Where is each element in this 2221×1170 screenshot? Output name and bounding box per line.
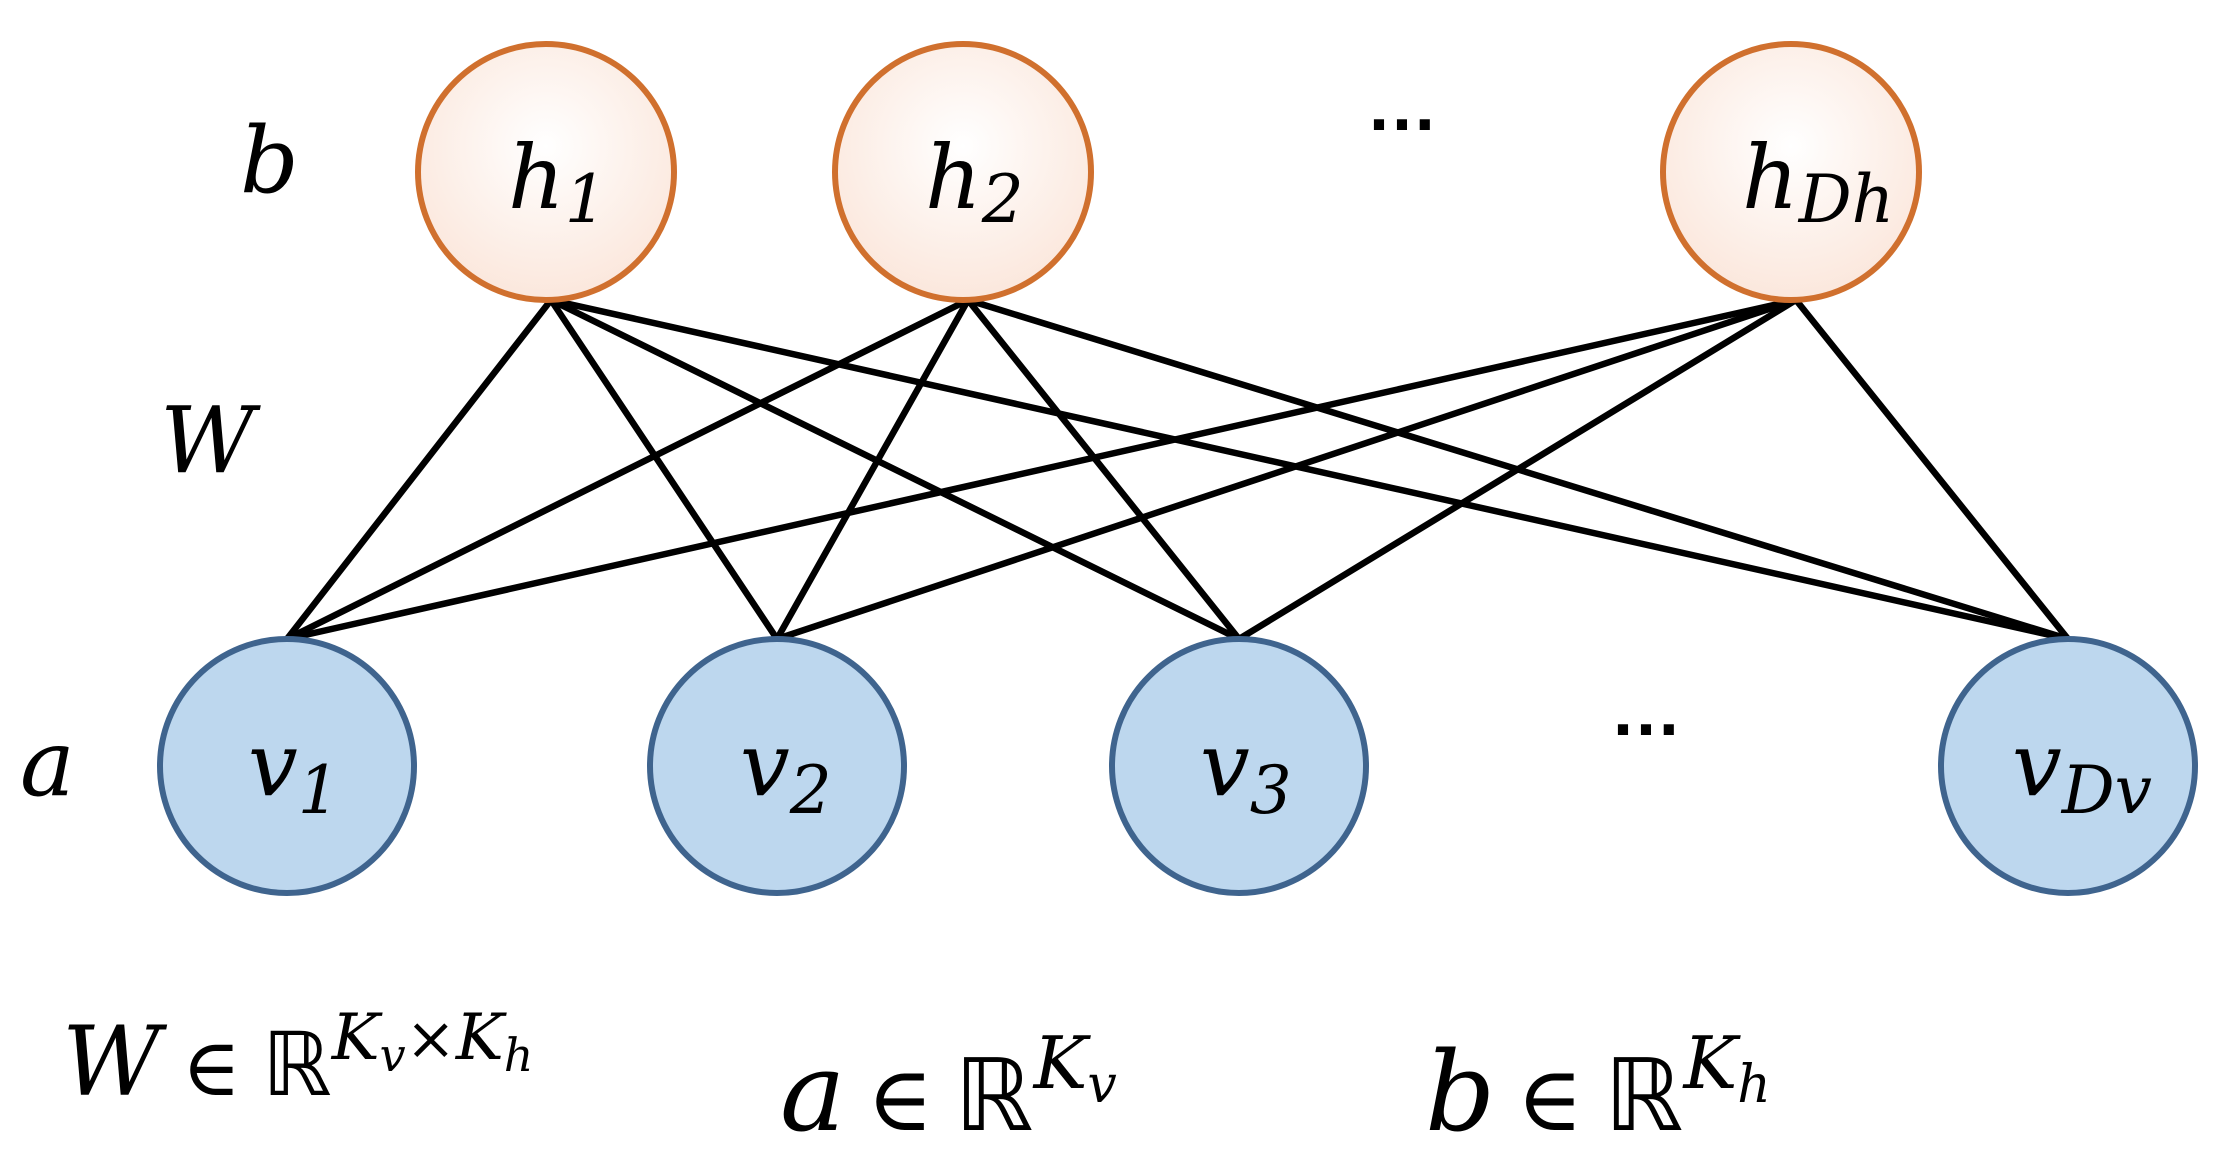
hidden-bias-formula-op: ∈: [1517, 1047, 1584, 1152]
visible-node-3-symbol: v: [1200, 713, 1250, 816]
svg-text:v1: v1: [248, 713, 340, 829]
hidden-node-1-symbol: h: [508, 126, 565, 229]
visible-node-dv-subscript: Dv: [2061, 752, 2152, 829]
hidden-bias-formula: b ∈ ℝKh: [1425, 1021, 1771, 1156]
hidden-bias-label: b: [240, 107, 299, 214]
weights-formula-sup1-sub: v: [380, 1028, 406, 1082]
hidden-node-dh: hDh: [1660, 41, 1922, 303]
visible-node-3: v3: [1109, 636, 1369, 896]
svg-text:h1: h1: [508, 126, 607, 238]
visible-node-1-subscript: 1: [298, 752, 340, 829]
svg-text:vDv: vDv: [2012, 713, 2152, 829]
weight-edges: [283, 296, 2072, 643]
hidden-node-2-subscript: 2: [981, 161, 1024, 238]
visible-bias-formula-var: a: [780, 1028, 846, 1156]
hidden-bias-formula-sup1: K: [1681, 1021, 1741, 1105]
hidden-node-2-symbol: h: [925, 126, 982, 229]
visible-node-1-symbol: v: [248, 713, 298, 816]
svg-text:v3: v3: [1200, 713, 1292, 829]
edge-h2-v1: [283, 296, 972, 643]
visible-bias-formula: a ∈ ℝKv: [780, 1021, 1117, 1156]
visible-bias-formula-sup1: K: [1032, 1021, 1092, 1105]
weights-formula-sup2-sub: h: [504, 1028, 534, 1082]
hidden-node-2: h2: [832, 41, 1094, 303]
edge-hdh-v3: [1235, 296, 1800, 643]
visible-bias-formula-sup1-sub: v: [1087, 1055, 1116, 1115]
edge-h1-v3: [547, 296, 1243, 643]
hidden-bias-formula-var: b: [1425, 1028, 1495, 1156]
visible-ellipsis: …: [1610, 671, 1682, 751]
visible-bias-formula-set: ℝ: [954, 1037, 1033, 1154]
visible-bias-formula-op: ∈: [867, 1047, 934, 1152]
visible-node-1: v1: [157, 636, 417, 896]
svg-text:hDh: hDh: [1742, 126, 1894, 238]
edge-hdh-v1: [283, 296, 1800, 643]
weights-formula-times: ×: [406, 1004, 456, 1074]
weights-formula-sup1: K: [331, 1001, 383, 1075]
edge-h1-vdv: [547, 296, 2072, 643]
edge-hdh-v2: [773, 296, 1800, 643]
visible-node-2-subscript: 2: [789, 752, 832, 829]
weights-formula: W ∈ ℝKv×Kh: [62, 1001, 533, 1118]
weights-formula-var: W: [62, 1006, 168, 1118]
visible-node-dv: vDv: [1938, 636, 2198, 896]
visible-node-2: v2: [647, 636, 907, 896]
svg-text:h2: h2: [925, 126, 1024, 238]
svg-text:v2: v2: [740, 713, 832, 829]
weights-label: W: [160, 387, 261, 494]
visible-node-dv-symbol: v: [2012, 713, 2062, 816]
edge-h1-v2: [547, 296, 781, 643]
hidden-node-dh-symbol: h: [1742, 126, 1799, 229]
hidden-node-1-subscript: 1: [565, 161, 607, 238]
edge-hdh-vdv: [1792, 296, 2072, 643]
hidden-ellipsis: …: [1366, 66, 1438, 146]
hidden-node-dh-subscript: Dh: [1798, 161, 1894, 238]
visible-bias-label: a: [20, 710, 75, 817]
edge-h2-v2: [773, 296, 972, 643]
hidden-node-1: h1: [415, 41, 677, 303]
weights-formula-set: ℝ: [262, 1013, 332, 1116]
edge-h2-v3: [964, 296, 1243, 643]
edge-h1-v1: [283, 296, 555, 643]
hidden-bias-formula-sup1-sub: h: [1737, 1055, 1771, 1115]
weights-formula-op: ∈: [182, 1021, 241, 1114]
visible-node-3-subscript: 3: [1250, 752, 1292, 829]
hidden-bias-formula-set: ℝ: [1604, 1037, 1683, 1154]
weights-formula-sup2: K: [455, 1001, 507, 1075]
visible-node-2-symbol: v: [740, 713, 790, 816]
